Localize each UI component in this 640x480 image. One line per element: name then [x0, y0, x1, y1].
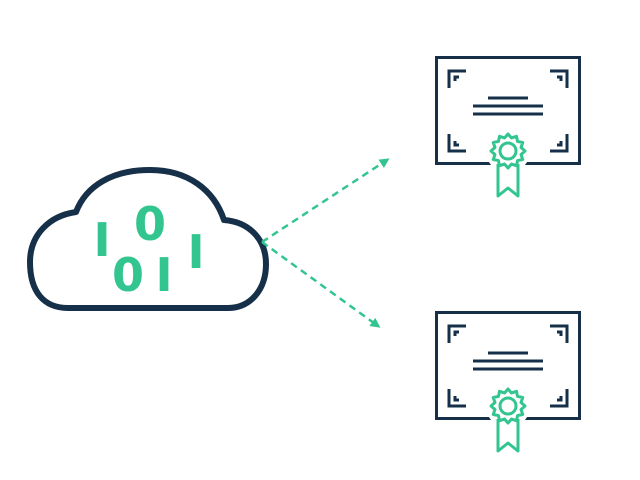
- cloud-binary-icon: I 0 I 0 I: [27, 167, 269, 311]
- binary-digit: I: [155, 248, 172, 302]
- binary-digit: I: [187, 225, 204, 279]
- binary-digit: 0: [112, 248, 144, 302]
- dashed-arrow-lower: [261, 240, 381, 328]
- cloud-outline: [27, 167, 269, 311]
- binary-digit: I: [93, 213, 110, 267]
- certificate-icon-upper: [435, 56, 581, 198]
- certificate-icon-lower: [435, 311, 581, 453]
- binary-digit: 0: [134, 197, 166, 251]
- dashed-arrow-upper: [261, 158, 390, 244]
